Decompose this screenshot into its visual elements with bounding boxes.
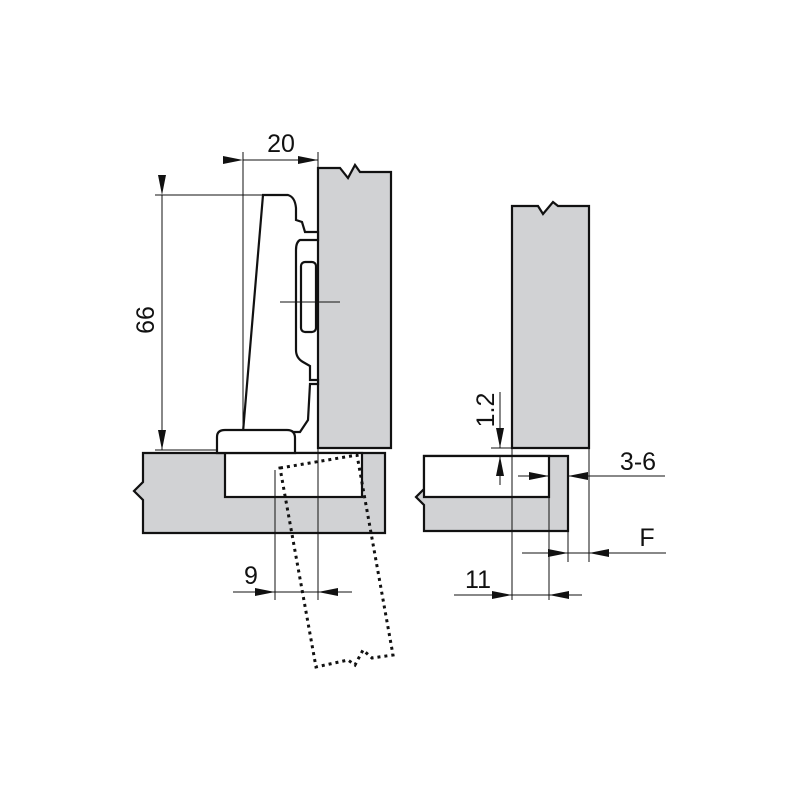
dim-label-3-6: 3-6 bbox=[620, 448, 656, 476]
right-view: 1.2 3-6 F 11 bbox=[414, 200, 666, 600]
panel-white-region bbox=[422, 454, 551, 499]
hinge-mounting-plate bbox=[299, 260, 318, 334]
dim-label-9: 9 bbox=[244, 562, 258, 590]
hinge-foot bbox=[215, 428, 297, 455]
left-view: 20 66 9 bbox=[132, 130, 395, 669]
hinge-cup-recess bbox=[223, 451, 364, 499]
dim-label-20: 20 bbox=[267, 130, 295, 158]
dim-label-11: 11 bbox=[465, 566, 491, 594]
dim-label-66: 66 bbox=[132, 306, 160, 334]
dim-label-f: F bbox=[639, 524, 654, 552]
door-panel-right bbox=[510, 200, 591, 450]
hinge-arm bbox=[241, 193, 320, 434]
dim-label-1-2: 1.2 bbox=[472, 393, 500, 428]
door-panel bbox=[316, 162, 393, 450]
